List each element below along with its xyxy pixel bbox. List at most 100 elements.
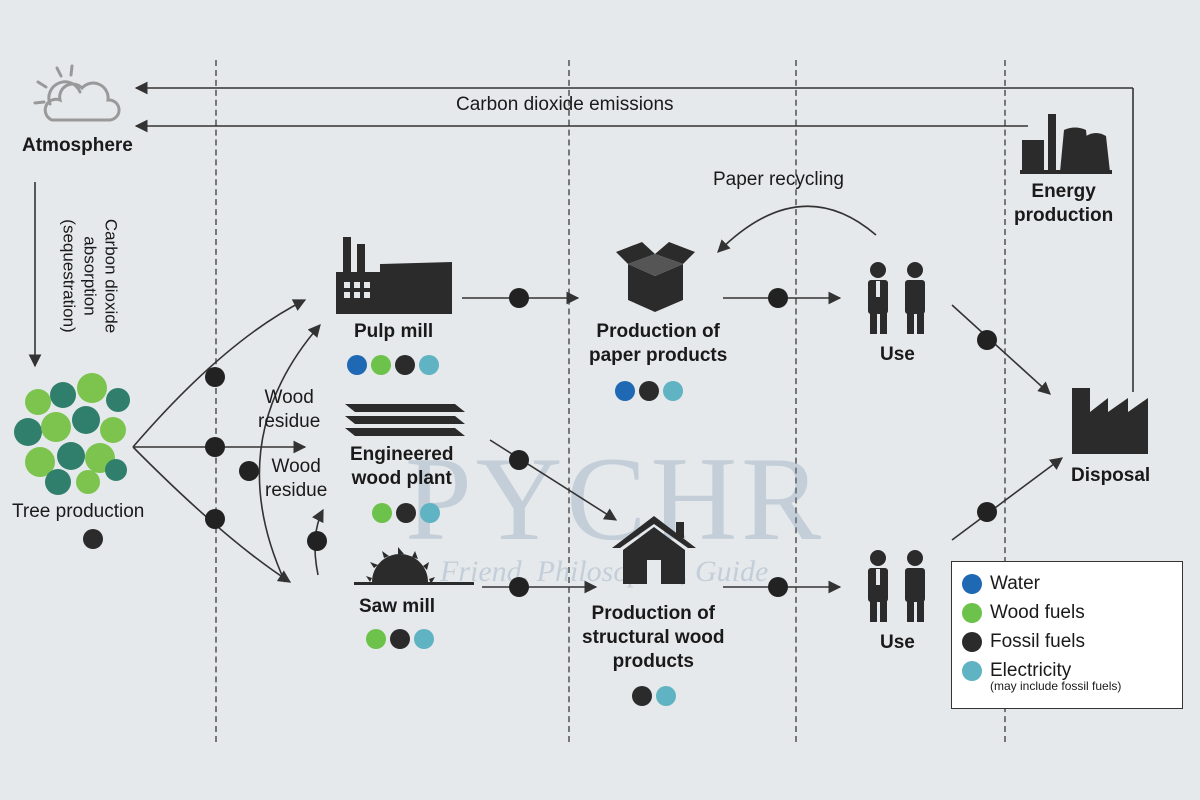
legend-label-water: Water	[990, 572, 1040, 594]
stage-divider-1	[215, 60, 217, 742]
resource-dot-fossil-fuels	[639, 381, 659, 401]
power-plant-icon	[1020, 114, 1112, 174]
structural-wood-dots	[632, 686, 676, 706]
resource-dot-fossil-fuels	[395, 355, 415, 375]
energy-line-1: Energy	[1031, 181, 1096, 202]
people-icon	[868, 262, 925, 334]
wood-residue-1-line-1: Wood	[264, 387, 314, 408]
resource-dot-electricity	[414, 629, 434, 649]
flow-dot-residue-2	[307, 531, 327, 551]
open-box-icon	[616, 242, 695, 312]
wood-residue-label-1: Wood residue	[258, 386, 320, 434]
stage-divider-2	[568, 60, 570, 742]
structural-line-1: Production of	[591, 603, 715, 624]
atmosphere-label: Atmosphere	[22, 135, 133, 156]
co2-emissions-label: Carbon dioxide emissions	[456, 94, 674, 115]
energy-line-2: production	[1014, 205, 1114, 226]
legend-row-fossil-fuels: Fossil fuels	[962, 627, 1182, 656]
paper-recycling-label: Paper recycling	[713, 169, 844, 190]
legend-swatch-fossil-fuels	[962, 631, 982, 652]
co2-absorption-line-3: (sequestration)	[59, 219, 79, 333]
flow-dot-saw-structural	[509, 577, 529, 597]
legend-swatch-water	[962, 573, 982, 594]
wood-residue-2-line-1: Wood	[271, 456, 321, 477]
flow-dot-saw-branch	[205, 509, 225, 529]
use-bottom-label: Use	[880, 632, 915, 653]
engineered-wood-plant-dots	[372, 503, 440, 523]
sun-cloud-icon	[33, 64, 121, 122]
resource-dot-fossil-fuels	[390, 629, 410, 649]
use-top-label: Use	[880, 344, 915, 365]
flow-dot-pulp-paper	[509, 288, 529, 308]
paper-products-label: Production of paper products	[589, 320, 727, 368]
legend-label-electricity: Electricity	[990, 659, 1072, 681]
resource-dot-fossil-fuels	[396, 503, 416, 523]
flow-dot-paper-use	[768, 288, 788, 308]
paper-products-dots	[615, 381, 683, 401]
energy-production-label: Energy production	[1014, 180, 1113, 228]
house-icon	[612, 516, 696, 584]
stage-divider-4	[1004, 60, 1006, 742]
resource-dot-wood-fuels	[366, 629, 386, 649]
resource-dot-water	[347, 355, 367, 375]
co2-absorption-line-1: Carbon dioxide	[101, 218, 121, 334]
resource-dot-fossil-fuels	[83, 529, 103, 549]
engineered-line-2: wood plant	[351, 468, 452, 489]
branch-to-pulp	[132, 299, 307, 448]
tree-production-dots	[83, 529, 103, 549]
tree-cluster-icon	[14, 373, 130, 495]
legend-swatch-electricity	[962, 660, 982, 681]
disposal-label: Disposal	[1071, 465, 1151, 486]
structural-wood-label: Production of structural wood products	[582, 602, 725, 674]
legend-label-wood-fuels: Wood fuels	[990, 601, 1085, 623]
flow-dot-structural-use	[768, 577, 788, 597]
wood-residue-2-line-2: residue	[265, 480, 328, 501]
disposal-factory-icon	[1072, 388, 1148, 454]
residue-arc-1	[258, 324, 321, 583]
flow-dot-engineered-branch	[205, 437, 225, 457]
structural-line-3: products	[612, 651, 694, 672]
legend-label-fossil-fuels: Fossil fuels	[990, 630, 1086, 652]
resource-dot-electricity	[656, 686, 676, 706]
legend-row-wood-fuels: Wood fuels	[962, 598, 1182, 627]
flow-dot-pulp-branch	[205, 367, 225, 387]
resource-dot-fossil-fuels	[632, 686, 652, 706]
flow-dot-use-disposal-top	[977, 330, 997, 350]
resource-dot-wood-fuels	[372, 503, 392, 523]
paper-recycling-arrow	[717, 205, 877, 253]
tree-production-label: Tree production	[12, 501, 145, 522]
paper-products-line-1: Production of	[596, 321, 720, 342]
saw-mill-label: Saw mill	[359, 596, 436, 617]
legend-swatch-wood-fuels	[962, 602, 982, 623]
structural-line-2: structural wood	[582, 627, 725, 648]
legend-note: (may include fossil fuels)	[990, 679, 1122, 693]
resource-dot-electricity	[420, 503, 440, 523]
pulp-mill-label: Pulp mill	[354, 321, 434, 342]
use-bottom-to-disposal-arrow	[951, 457, 1064, 541]
stage-divider-3	[795, 60, 797, 742]
engineered-wood-plant-label: Engineered wood plant	[350, 443, 453, 491]
engineered-line-1: Engineered	[350, 444, 454, 465]
engineered-to-structural-arrow	[489, 439, 618, 521]
saw-mill-dots	[366, 629, 434, 649]
resource-dot-wood-fuels	[371, 355, 391, 375]
resource-dot-water	[615, 381, 635, 401]
legend: Water Wood fuels Fossil fuels Electricit…	[951, 561, 1183, 709]
factory-icon	[336, 237, 452, 314]
people-icon	[868, 550, 925, 622]
legend-row-electricity: Electricity	[962, 656, 1182, 685]
co2-absorption-line-2: absorption	[80, 236, 100, 316]
saw-blade-icon	[354, 547, 474, 585]
wood-residue-1-line-2: residue	[258, 411, 321, 432]
co2-absorption-label: Carbon dioxide absorption (sequestration…	[50, 198, 130, 353]
wood-residue-label-2: Wood residue	[265, 455, 327, 503]
pulp-mill-dots	[347, 355, 439, 375]
paper-products-line-2: paper products	[589, 345, 728, 366]
stacked-boards-icon	[345, 404, 465, 436]
flow-dot-residue-1	[239, 461, 259, 481]
legend-row-water: Water	[962, 569, 1182, 598]
resource-dot-electricity	[663, 381, 683, 401]
use-top-to-disposal-arrow	[951, 304, 1051, 395]
